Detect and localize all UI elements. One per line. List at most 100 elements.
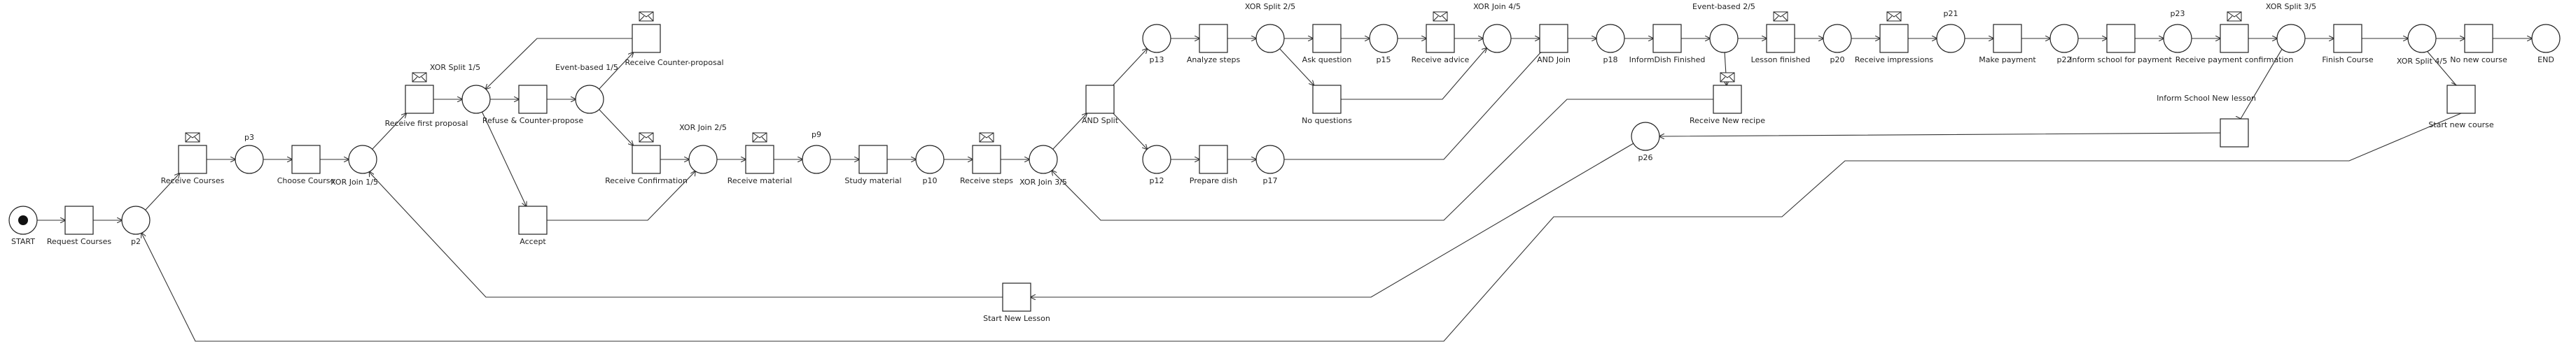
node-t_inform_new_lesson[interactable]: Inform School New lesson: [2157, 94, 2256, 148]
envelope-icon: [639, 11, 654, 22]
node-label: p22: [2057, 55, 2072, 64]
node-xor_join_1[interactable]: XOR Join 1/5: [330, 145, 378, 187]
node-t_steps[interactable]: Receive steps: [960, 132, 1013, 185]
node-p3[interactable]: p3: [235, 133, 264, 174]
node-label: No questions: [1302, 116, 1352, 125]
place-circle: [1369, 24, 1398, 53]
node-p17[interactable]: p17: [1255, 145, 1285, 185]
node-t_advice[interactable]: Receive advice: [1412, 11, 1470, 64]
node-t_start_new_course[interactable]: Start new course: [2428, 85, 2494, 129]
node-t_new_recipe[interactable]: Receive New recipe: [1690, 72, 1765, 125]
place-circle: [121, 206, 151, 235]
node-xor_join_4[interactable]: XOR Join 4/5: [1473, 2, 1521, 53]
node-t_and_split[interactable]: AND Split: [1082, 85, 1119, 125]
edge-xor_split_2-to-t_noq: [1279, 48, 1314, 85]
place-circle: [1142, 24, 1171, 53]
node-p22[interactable]: p22: [2049, 24, 2079, 64]
node-evb_1[interactable]: Event-based 1/5: [555, 63, 618, 114]
node-xor_split_1[interactable]: XOR Split 1/5: [430, 63, 491, 114]
node-t_finish[interactable]: Finish Course: [2322, 24, 2374, 64]
node-t_study[interactable]: Study material: [844, 145, 902, 185]
node-t_receive_courses[interactable]: Receive Courses: [161, 132, 225, 185]
place-circle: [1709, 24, 1739, 53]
node-t_noq[interactable]: No questions: [1302, 85, 1352, 125]
transition-box: [405, 85, 434, 114]
node-t_choose[interactable]: Choose Course: [277, 145, 335, 185]
node-label: XOR Join 3/5: [1019, 178, 1067, 187]
node-p9[interactable]: p9: [802, 130, 831, 174]
node-t_request[interactable]: Request Courses: [47, 206, 112, 246]
place-circle: [461, 85, 491, 114]
node-label: p3: [244, 133, 254, 142]
edge-t_and_split-to-p13: [1113, 49, 1148, 86]
node-t_inform_dish[interactable]: InformDish Finished: [1629, 24, 1706, 64]
node-xor_split_3[interactable]: XOR Split 3/5: [2266, 2, 2316, 53]
node-t_confirmation[interactable]: Receive Confirmation: [605, 132, 688, 185]
node-t_refuse[interactable]: Refuse & Counter-propose: [482, 85, 583, 125]
node-p21[interactable]: p21: [1936, 9, 1965, 53]
node-label: Prepare dish: [1190, 176, 1238, 185]
node-xor_split_4[interactable]: XOR Split 4/5: [2397, 24, 2447, 66]
node-p2[interactable]: p2: [121, 206, 151, 246]
node-t_pay_conf[interactable]: Receive payment confirmation: [2175, 11, 2294, 64]
envelope-icon: [1886, 11, 1902, 22]
node-label: XOR Split 1/5: [430, 63, 480, 72]
edge-evb_1-to-t_counter: [599, 52, 634, 90]
node-label: Event-based 1/5: [555, 63, 618, 72]
node-label: Receive impressions: [1855, 55, 1934, 64]
node-xor_split_2[interactable]: XOR Split 2/5: [1245, 2, 1295, 53]
node-label: p18: [1603, 55, 1618, 64]
node-t_first_proposal[interactable]: Receive first proposal: [385, 72, 468, 128]
node-evb_2[interactable]: Event-based 2/5: [1692, 2, 1755, 53]
node-xor_join_3[interactable]: XOR Join 3/5: [1019, 145, 1067, 187]
place-circle: [802, 145, 831, 174]
node-t_inform_school[interactable]: Inform school for payment: [2070, 24, 2173, 64]
node-start[interactable]: START: [8, 206, 38, 246]
node-t_accept[interactable]: Accept: [518, 206, 548, 246]
transition-box: [64, 206, 94, 235]
node-t_and_join[interactable]: AND Join: [1537, 24, 1571, 64]
node-label: Receive Courses: [161, 176, 225, 185]
node-xor_join_2[interactable]: XOR Join 2/5: [679, 123, 727, 174]
transition-box: [2220, 24, 2249, 53]
node-p13[interactable]: p13: [1142, 24, 1171, 64]
place-circle: [2163, 24, 2192, 53]
place-circle: [1936, 24, 1965, 53]
node-t_payment[interactable]: Make payment: [1979, 24, 2036, 64]
node-label: Inform School New lesson: [2157, 94, 2256, 103]
place-circle: [2276, 24, 2306, 53]
node-p23[interactable]: p23: [2163, 9, 2192, 53]
node-t_impressions[interactable]: Receive impressions: [1855, 11, 1934, 64]
node-p26[interactable]: p26: [1631, 122, 1660, 162]
node-end[interactable]: END: [2531, 24, 2561, 64]
place-circle: [1029, 145, 1058, 174]
node-t_prepare[interactable]: Prepare dish: [1190, 145, 1238, 185]
envelope-icon: [185, 132, 200, 143]
node-p12[interactable]: p12: [1142, 145, 1171, 185]
node-label: START: [11, 237, 35, 246]
node-label: Start new course: [2428, 120, 2494, 129]
node-p10[interactable]: p10: [915, 145, 945, 185]
node-label: p12: [1150, 176, 1164, 185]
node-p20[interactable]: p20: [1823, 24, 1852, 64]
edge-t_accept-to-xor_join_2: [547, 171, 695, 221]
node-t_ask[interactable]: Ask question: [1302, 24, 1352, 64]
node-t_material[interactable]: Receive material: [727, 132, 792, 185]
node-label: Start New Lesson: [983, 314, 1050, 323]
transition-box: [1312, 24, 1342, 53]
node-t_lesson[interactable]: Lesson finished: [1751, 11, 1811, 64]
node-t_start_new_lesson[interactable]: Start New Lesson: [983, 282, 1050, 323]
envelope-icon: [752, 132, 767, 143]
transition-box: [1002, 282, 1031, 312]
node-t_no_new[interactable]: No new course: [2450, 24, 2507, 64]
node-p15[interactable]: p15: [1369, 24, 1398, 64]
place-circle: [1142, 145, 1171, 174]
node-label: XOR Join 1/5: [330, 178, 378, 187]
edge-t_and_split-to-p12: [1113, 113, 1148, 149]
node-t_analyze[interactable]: Analyze steps: [1187, 24, 1241, 64]
node-p18[interactable]: p18: [1596, 24, 1625, 64]
transition-box: [1652, 24, 1682, 53]
transition-box: [291, 145, 321, 174]
node-t_counter[interactable]: Receive Counter-proposal: [625, 11, 724, 67]
